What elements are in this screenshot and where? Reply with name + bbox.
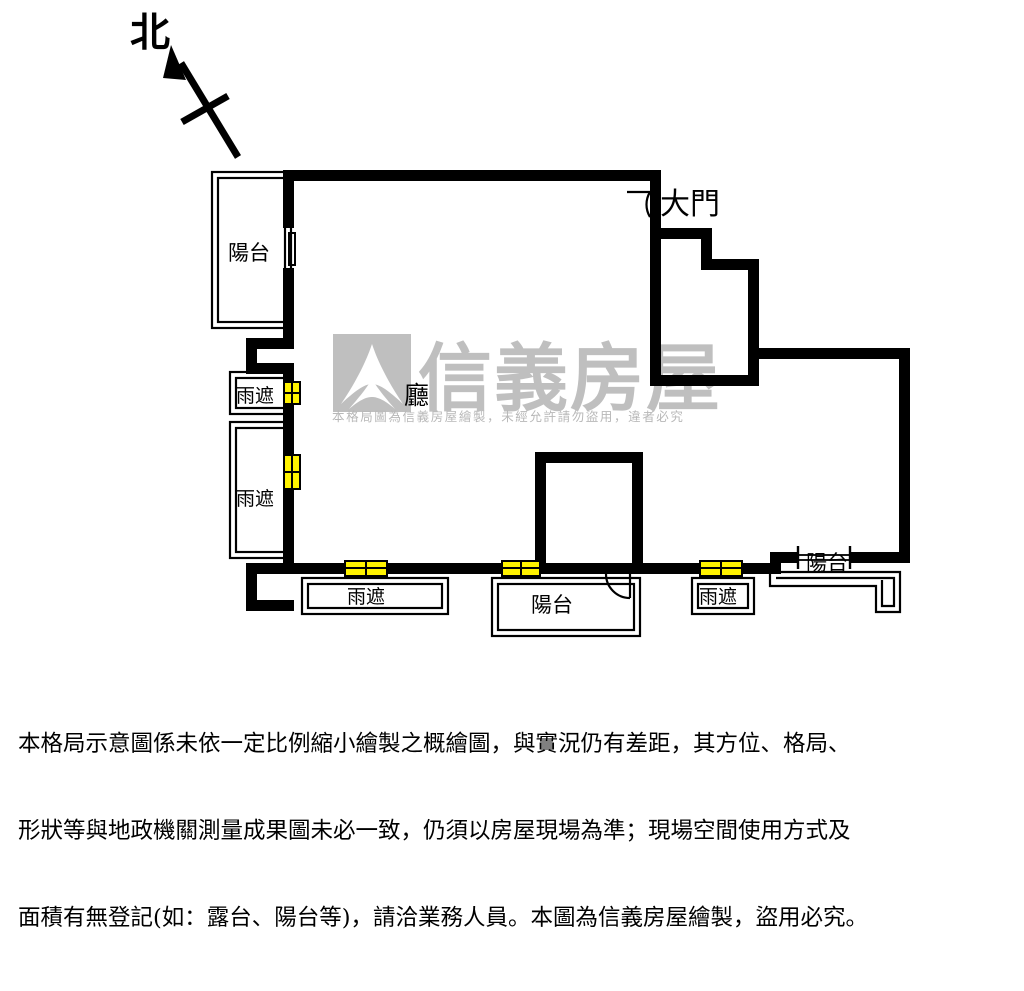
disclaimer-line-1: 本格局示意圖係未依一定比例縮小繪製之概繪圖，與實況仍有差距，其方位、格局、 [18, 731, 851, 757]
wall-mid-right-vert [632, 452, 643, 574]
balcony-bottom-right-outline-inner [776, 576, 896, 608]
label-balcony-bottom-mid: 陽台 [531, 593, 573, 617]
wall-left-jog-3 [246, 563, 294, 574]
label-canopy-bottom-right: 雨遮 [699, 586, 737, 608]
window-marker [501, 560, 541, 577]
window-marker [283, 454, 301, 490]
wall-entry-right-vert [748, 259, 759, 381]
wall-bottom-right-span [643, 563, 679, 574]
window-markers-group [283, 381, 743, 577]
wall-left-balcony-lower [283, 268, 294, 338]
compass-north [163, 45, 241, 159]
wall-entry-jog-vert [701, 228, 712, 270]
balcony-bottom-mid-outline [490, 576, 642, 638]
wall-left-jog-2 [246, 363, 294, 374]
floor-plan-drawing: 信義房屋 北 [130, 9, 910, 638]
balcony-bottom-right-outline [768, 570, 902, 614]
canopy-bottom-right-outline [690, 576, 756, 616]
label-canopy-upper-left: 雨遮 [236, 385, 274, 407]
wall-right-outer-vert [899, 348, 910, 563]
door-swing-main-entrance [627, 190, 661, 219]
canopy-bottom-left-outline [300, 576, 450, 616]
opening-balcony-bottom-right [796, 546, 852, 569]
label-balcony-bottom-right: 陽台 [806, 551, 848, 575]
room-labels-group: 陽台 雨遮 雨遮 廳 大門 雨遮 陽台 雨遮 陽台 [228, 187, 848, 617]
label-living-room: 廳 [404, 381, 429, 410]
label-canopy-lower-left: 雨遮 [236, 488, 274, 510]
disclaimer-line-2: 形狀等與地政機關測量成果圖未必一致，仍須以房屋現場為準；現場空間使用方式及 [18, 818, 851, 844]
wall-entry-jog-top [650, 228, 712, 239]
wall-left-jog-1 [246, 338, 294, 349]
wall-right-wing-top [748, 348, 910, 359]
wall-entry-bottom [650, 375, 759, 386]
sinyi-logo-icon [333, 334, 411, 412]
balcony-bottom-mid-outline-inner [496, 582, 636, 632]
wall-entry-jog-horiz [701, 259, 759, 270]
label-canopy-bottom-left: 雨遮 [347, 586, 385, 608]
canopy-bottom-left-outline-inner [306, 582, 444, 610]
opening-balcony-top-left [288, 232, 296, 266]
canopy-bottom-right-outline-inner [696, 582, 750, 610]
disclaimer-line-3: 面積有無登記(如：露台、陽台等)，請洽業務人員。本圖為信義房屋繪製，盜用必究。 [18, 905, 869, 931]
wall-left-lower-vert [246, 563, 257, 611]
wall-left-jog-vert [246, 338, 257, 374]
watermark-group: 信義房屋 [333, 334, 720, 422]
door-symbols-group [288, 190, 852, 600]
wall-right-step-vert [770, 552, 781, 574]
label-balcony-top-left: 陽台 [228, 241, 270, 265]
compass-label: 北 [130, 9, 170, 56]
wall-mid-left-vert [535, 452, 546, 574]
window-marker [344, 560, 388, 577]
balcony-top-left-outline [210, 170, 293, 330]
wall-entry-vert [650, 170, 661, 234]
floor-plan-canvas: 信義房屋 北 [18, 9, 910, 931]
wall-top [283, 170, 650, 181]
balcony-top-left-outline-inner [216, 176, 287, 324]
disclaimer-text: 本格局示意圖係未依一定比例縮小繪製之概繪圖，與實況仍有差距，其方位、格局、 形狀… [18, 672, 1008, 991]
window-marker [699, 560, 743, 577]
window-marker [283, 381, 301, 405]
label-main-entrance: 大門 [660, 187, 720, 222]
wall-entry-vert-lower [650, 228, 661, 386]
door-swing-balcony-mid [604, 563, 632, 600]
wall-bottom-left-span [283, 563, 643, 574]
wall-left-lower-block [246, 600, 294, 611]
watermark-notice: 本格局圖為信義房屋繪製，未經允許請勿盜用，違者必究 [332, 409, 685, 424]
wall-mid-top [535, 452, 643, 463]
wall-left-upper [283, 170, 294, 228]
